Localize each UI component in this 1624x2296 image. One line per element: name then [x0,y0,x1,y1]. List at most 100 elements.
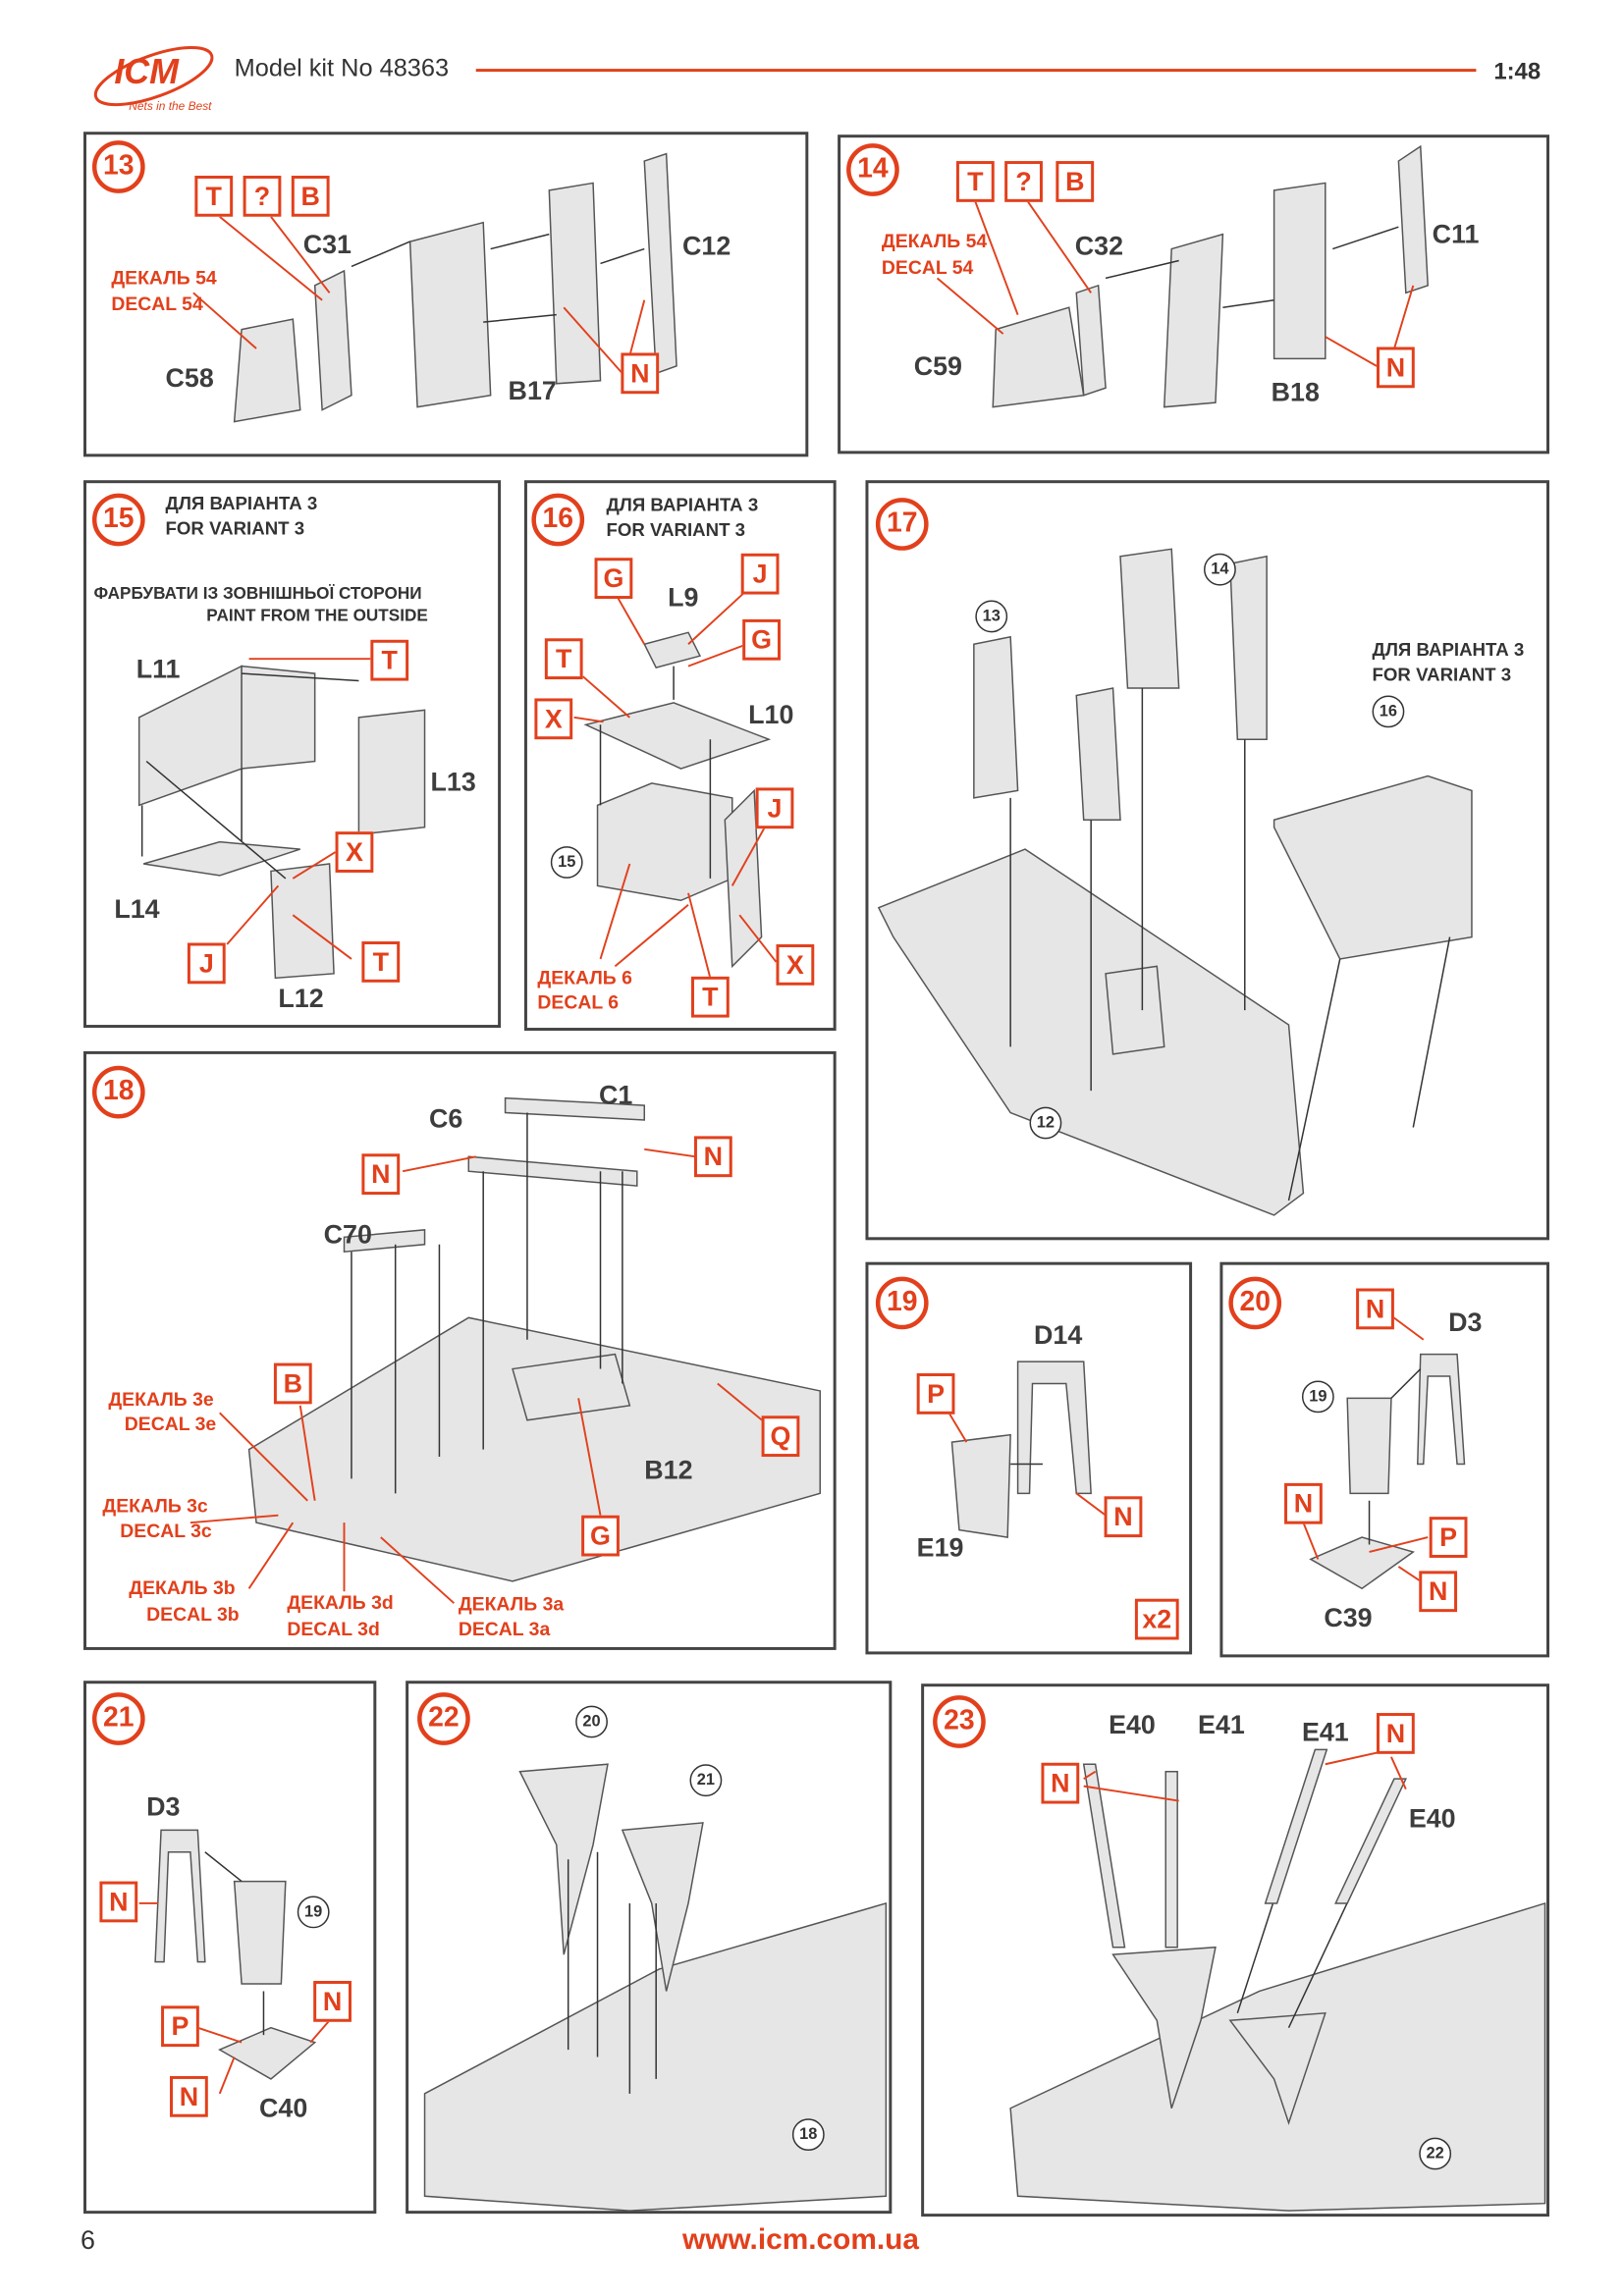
decal-label: DECAL 54 [881,256,974,279]
step-21-number: 21 [91,1692,145,1745]
paint-note: PAINT FROM THE OUTSIDE [206,607,428,625]
step-15-panel [83,480,502,1029]
step-reference: 13 [975,600,1008,633]
variant-note: FOR VARIANT 3 [606,519,746,541]
part-label: B17 [508,376,557,406]
part-label: C32 [1074,231,1124,261]
step-reference: 15 [550,846,583,879]
marker-x: X [534,698,573,740]
marker-question: ? [1004,161,1043,202]
icm-logo: ICM Nets in the Best [87,44,219,118]
part-label: E19 [916,1532,964,1563]
step-reference: 20 [575,1705,608,1738]
step-14-panel [838,134,1550,454]
step-reference: 16 [1372,695,1405,728]
variant-note: FOR VARIANT 3 [1372,665,1512,686]
marker-p: P [1429,1517,1468,1558]
decal-label: DECAL 3b [146,1603,240,1626]
logo-tagline: Nets in the Best [129,99,212,113]
marker-t: T [690,976,730,1018]
marker-n: N [1419,1571,1458,1613]
step-reference: 14 [1204,553,1236,586]
marker-n: N [99,1881,138,1923]
part-label: C59 [913,350,962,381]
website-link[interactable]: www.icm.com.ua [682,2223,919,2257]
part-label: D3 [146,1791,181,1822]
step-22-number: 22 [417,1692,470,1745]
step-reference: 19 [297,1896,330,1929]
step-reference: 12 [1029,1106,1062,1140]
marker-b: B [273,1362,312,1405]
decal-label: ДЕКАЛЬ 3e [108,1387,214,1411]
marker-g: G [594,558,633,600]
part-label: E41 [1301,1717,1349,1747]
marker-n: N [693,1136,732,1178]
part-label: C1 [599,1080,633,1110]
marker-n: N [1104,1496,1143,1538]
part-label: C31 [302,230,352,259]
part-label: E40 [1408,1803,1456,1834]
step-19-number: 19 [875,1276,929,1330]
marker-n: N [1377,347,1415,389]
decal-label: ДЕКАЛЬ 3d [287,1591,394,1614]
marker-n: N [621,352,660,395]
marker-b: B [1056,161,1095,202]
marker-g: G [742,618,781,661]
decal-label: DECAL 6 [537,990,619,1014]
marker-n: N [1377,1713,1415,1754]
marker-t: T [361,941,401,983]
step-15-number: 15 [91,493,145,547]
decal-label: DECAL 3d [287,1618,380,1640]
marker-p: P [161,2005,199,2048]
part-label: L9 [668,582,699,613]
marker-n: N [313,1980,352,2022]
marker-t: T [370,639,409,681]
decal-label: ДЕКАЛЬ 3c [102,1494,208,1518]
part-label: C58 [165,362,214,393]
part-label: L12 [278,984,324,1014]
step-13-number: 13 [91,140,145,193]
logo-ellipse-icon [93,46,214,107]
marker-j: J [740,553,780,595]
step-16-number: 16 [531,493,585,547]
part-label: L10 [748,699,794,729]
part-label: C12 [682,231,731,261]
header-rule [475,69,1477,73]
variant-note: ДЛЯ ВАРІАНТА 3 [1372,639,1525,661]
quantity-badge: x2 [1134,1598,1179,1640]
decal-label: ДЕКАЛЬ 54 [111,266,217,289]
marker-t: T [955,161,995,202]
decal-label: ДЕКАЛЬ 54 [881,230,988,252]
marker-n: N [1356,1288,1394,1330]
marker-n: N [1041,1762,1080,1804]
step-21-panel [83,1681,377,2215]
variant-note: ДЛЯ ВАРІАНТА 3 [606,495,759,516]
part-label: C40 [258,2093,308,2123]
part-label: C70 [323,1219,372,1250]
page-number: 6 [81,2225,95,2255]
step-23-number: 23 [933,1695,986,1748]
marker-n: N [1284,1482,1323,1524]
decal-label: ДЕКАЛЬ 3b [129,1576,236,1599]
step-17-number: 17 [875,498,929,551]
marker-g: G [581,1515,620,1557]
paint-note: ФАРБУВАТИ ІЗ ЗОВНІШНЬОЇ СТОРОНИ [93,585,422,604]
step-17-panel [865,480,1550,1241]
marker-t: T [544,638,583,680]
part-label: L11 [135,654,181,684]
marker-x: X [776,944,815,986]
part-label: E40 [1109,1710,1156,1739]
marker-question: ? [243,175,282,217]
marker-q: Q [761,1415,800,1458]
part-label: D14 [1033,1320,1083,1351]
part-label: D3 [1448,1307,1483,1337]
step-reference: 21 [689,1764,723,1797]
marker-x: X [335,831,374,873]
marker-j: J [187,942,226,985]
step-reference: 18 [791,2118,825,2152]
marker-n: N [361,1153,401,1196]
decal-label: DECAL 3c [120,1520,212,1542]
step-23-panel [921,1683,1550,2217]
part-label: L14 [114,894,160,925]
decal-label: ДЕКАЛЬ 3a [458,1592,565,1616]
